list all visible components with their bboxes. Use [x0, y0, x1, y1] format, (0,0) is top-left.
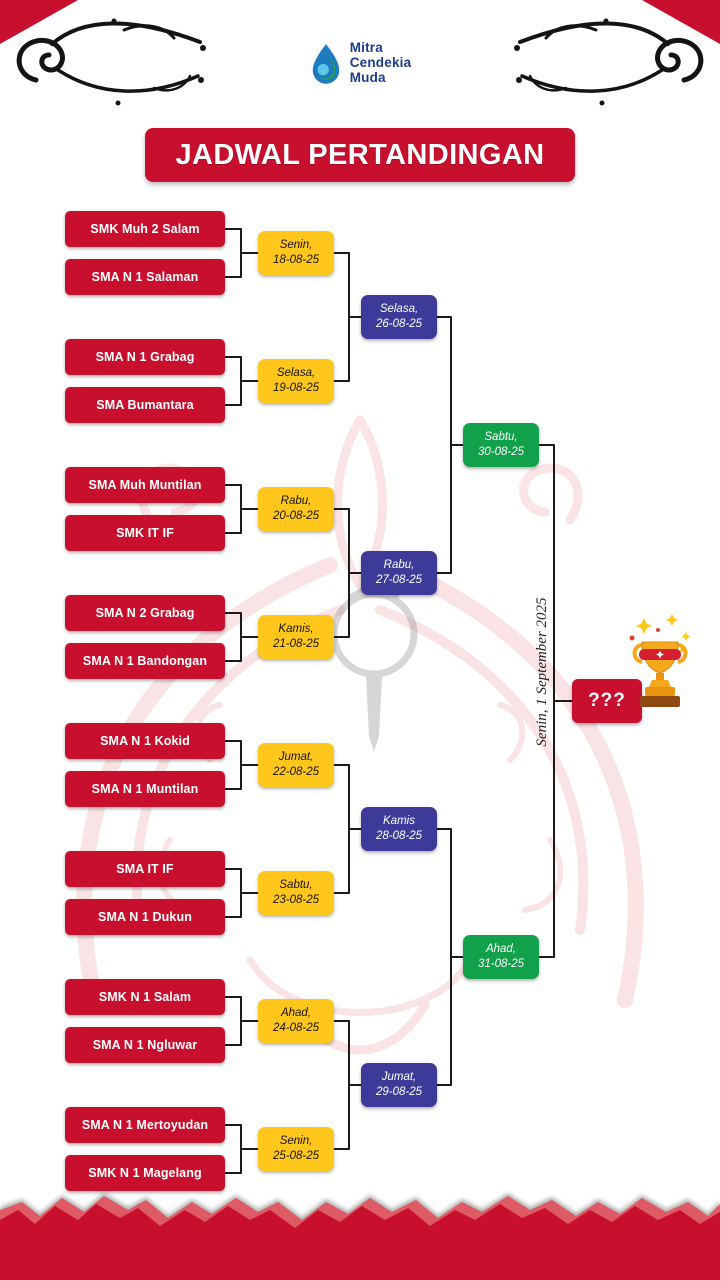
logo-drop-icon	[312, 43, 339, 84]
match-date: 24-08-25	[272, 1022, 320, 1034]
round1-match-box: Sabtu, 23-08-25	[258, 871, 334, 915]
team-box: SMA N 1 Bandongan	[65, 643, 225, 679]
match-day: Jumat,	[381, 1071, 417, 1084]
match-day: Ahad,	[280, 1007, 312, 1020]
round2-match-box: Kamis 28-08-25	[361, 807, 437, 851]
team-box: SMA N 1 Kokid	[65, 723, 225, 759]
match-day: Rabu,	[383, 559, 415, 572]
logo-wordmark: Mitra Cendekia Muda	[350, 40, 412, 85]
round1-match-box: Senin, 25-08-25	[258, 1127, 334, 1171]
match-date: 28-08-25	[375, 830, 423, 842]
match-day: Senin,	[279, 239, 313, 252]
team-box: SMA Muh Muntilan	[65, 467, 225, 503]
match-day: Sabtu,	[279, 879, 313, 892]
match-day: Selasa,	[276, 367, 316, 380]
team-box: SMA N 1 Muntilan	[65, 771, 225, 807]
round1-match-box: Senin, 18-08-25	[258, 231, 334, 275]
match-day: Sabtu,	[484, 431, 518, 444]
logo-line-1: Mitra	[349, 40, 383, 55]
round1-match-box: Jumat, 22-08-25	[258, 743, 334, 787]
match-date: 18-08-25	[272, 254, 320, 266]
round1-match-box: Rabu, 20-08-25	[258, 487, 334, 531]
match-day: Rabu,	[280, 495, 312, 508]
match-day: Kamis	[383, 815, 415, 828]
round2-match-box: Selasa, 26-08-25	[361, 295, 437, 339]
team-box: SMK Muh 2 Salam	[65, 211, 225, 247]
corner-triangle-left	[0, 0, 78, 44]
logo-line-2: Cendekia	[349, 55, 412, 71]
semifinal-match-box: Ahad, 31-08-25	[463, 935, 539, 979]
semifinal-match-box: Sabtu, 30-08-25	[463, 423, 539, 467]
team-box: SMK IT IF	[65, 515, 225, 551]
round1-match-box: Ahad, 24-08-25	[258, 999, 334, 1043]
trophy-sparkles	[629, 614, 691, 652]
match-day: Ahad,	[485, 943, 517, 956]
match-date: 21-08-25	[272, 638, 320, 650]
round2-match-box: Jumat, 29-08-25	[361, 1063, 437, 1107]
team-box: SMK N 1 Magelang	[65, 1155, 225, 1191]
match-date: 26-08-25	[375, 318, 423, 330]
match-date: 23-08-25	[272, 894, 320, 906]
team-box: SMA N 1 Dukun	[65, 899, 225, 935]
team-box: SMK N 1 Salam	[65, 979, 225, 1015]
team-box: SMA N 1 Salaman	[65, 259, 225, 295]
match-day: Jumat,	[278, 751, 314, 764]
round1-match-box: Kamis, 21-08-25	[258, 615, 334, 659]
page-title-banner: JADWAL PERTANDINGAN	[145, 128, 575, 182]
match-date: 31-08-25	[477, 958, 525, 970]
match-day: Senin,	[279, 1135, 313, 1148]
team-box: SMA N 1 Ngluwar	[65, 1027, 225, 1063]
match-date: 19-08-25	[272, 382, 320, 394]
match-date: 27-08-25	[375, 574, 423, 586]
team-box: SMA IT IF	[65, 851, 225, 887]
match-day: Selasa,	[379, 303, 419, 316]
logo-line-3: Muda	[349, 70, 386, 86]
champion-placeholder-box: ???	[572, 679, 642, 723]
team-box: SMA N 2 Grabag	[65, 595, 225, 631]
organizer-logo: Mitra Cendekia Muda	[0, 40, 720, 85]
match-date: 30-08-25	[477, 446, 525, 458]
final-date-label: Senin, 1 September 2025	[534, 597, 550, 747]
team-box: SMA Bumantara	[65, 387, 225, 423]
match-date: 29-08-25	[375, 1086, 423, 1098]
round1-match-box: Selasa, 19-08-25	[258, 359, 334, 403]
match-date: 22-08-25	[272, 766, 320, 778]
torn-paper-edge	[0, 1196, 720, 1280]
team-box: SMA N 1 Mertoyudan	[65, 1107, 225, 1143]
gray-emblem-watermark	[330, 586, 418, 752]
match-date: 20-08-25	[272, 510, 320, 522]
round2-match-box: Rabu, 27-08-25	[361, 551, 437, 595]
page-title: JADWAL PERTANDINGAN	[175, 138, 545, 171]
team-box: SMA N 1 Grabag	[65, 339, 225, 375]
match-day: Kamis,	[278, 623, 314, 636]
match-date: 25-08-25	[272, 1150, 320, 1162]
corner-triangle-right	[642, 0, 720, 44]
